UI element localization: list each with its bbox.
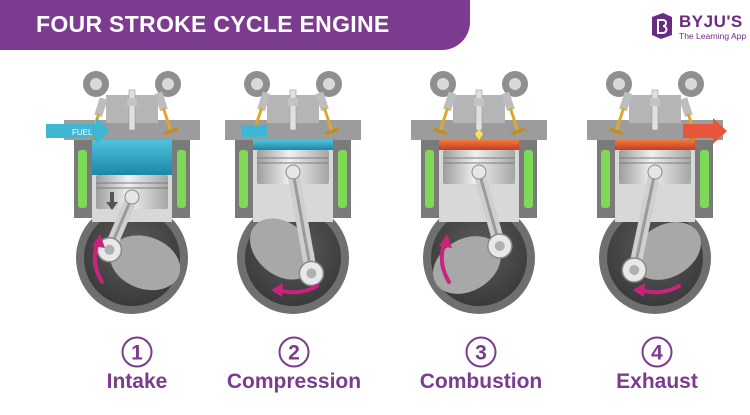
stage-number: 3 (475, 342, 487, 365)
camshaft-hub (685, 78, 697, 90)
coolant-jacket-right (338, 150, 347, 208)
camshaft-hub (251, 78, 263, 90)
stage-label: Combustion (419, 370, 543, 393)
spark-plug (128, 89, 136, 131)
piston-direction-arrow (106, 192, 118, 210)
byjus-logo: BYJU'S The Learning App (649, 12, 749, 42)
valve-head (608, 127, 624, 135)
valve-stem (161, 107, 173, 132)
combustion-chamber (615, 140, 695, 150)
camshaft-hub (613, 78, 625, 90)
spark-plug-nut (650, 98, 660, 106)
logo-name: BYJU'S (679, 12, 743, 31)
spark-plug (651, 89, 659, 131)
coolant-jacket-left (425, 150, 434, 208)
crank-pin-hub (306, 268, 317, 279)
stage-number-circle: 3 (465, 336, 497, 368)
engine-stage-3 (411, 71, 547, 314)
valve-spring (315, 91, 329, 112)
crank-counterweight (633, 222, 701, 280)
valve-spring (619, 91, 633, 112)
valve (501, 91, 526, 135)
combustion-chamber (253, 140, 333, 150)
spark-icon (475, 129, 483, 140)
wrist-pin (124, 189, 140, 205)
title-banner: FOUR STROKE CYCLE ENGINE (0, 0, 470, 50)
coolant-jacket-left (78, 150, 87, 208)
rotation-arrow-head (439, 234, 452, 248)
valve (154, 91, 179, 135)
stage-number-circle: 1 (121, 336, 153, 368)
wrist-pin (285, 164, 301, 180)
engine-stage-4 (587, 71, 727, 314)
valve-head (510, 127, 526, 135)
crank-counterweight (433, 236, 501, 294)
stage-label: Compression (226, 370, 362, 393)
rotation-arrow-head (633, 283, 645, 297)
engine-stage-2 (225, 71, 361, 314)
valve-stem (322, 107, 334, 132)
coolant-jacket-left (601, 150, 610, 208)
valve-spring (154, 91, 168, 112)
rotation-arrow-head (271, 283, 283, 297)
stage-number-circle: 4 (641, 336, 673, 368)
camshaft-hub (509, 78, 521, 90)
valve-spring (257, 91, 271, 112)
camshaft-hub (437, 78, 449, 90)
intake-port (241, 125, 267, 137)
fuel-label: FUEL (72, 128, 93, 137)
stage-label: Exhaust (616, 370, 698, 393)
valve (432, 91, 457, 135)
spark-plug (289, 89, 297, 131)
byjus-logo-icon (652, 13, 672, 39)
valve (315, 91, 340, 135)
coolant-jacket-right (177, 150, 186, 208)
connecting-rod-shade (632, 171, 657, 271)
stage-number: 4 (651, 342, 663, 365)
stage-number: 1 (131, 342, 143, 365)
coolant-jacket-right (524, 150, 533, 208)
connecting-rod-shade (477, 171, 502, 247)
crank-pin-hub (494, 241, 505, 251)
valve-spring (501, 91, 515, 112)
crank-pin-hub (629, 265, 640, 275)
camshaft-hub (90, 78, 102, 90)
valve (608, 91, 633, 135)
wrist-pin (471, 164, 487, 180)
engine-stage-1: FUEL (46, 71, 200, 314)
connecting-rod-shade (291, 171, 313, 274)
crank-counterweight (110, 235, 181, 291)
spark-plug-nut (474, 98, 484, 106)
valve-stem (614, 107, 626, 132)
valve-head (163, 127, 179, 135)
valve-stem (438, 107, 450, 132)
coolant-jacket-right (700, 150, 709, 208)
valve-spring (443, 91, 457, 112)
crank-pin-hub (104, 244, 115, 255)
logo-tagline: The Learning App (679, 31, 747, 41)
valve-head (432, 127, 448, 135)
stage-number-circle: 2 (278, 336, 310, 368)
combustion-chamber (92, 140, 172, 175)
valve-spring (679, 97, 693, 117)
fuel-intake-arrow (46, 118, 110, 144)
spark-plug (475, 89, 483, 131)
exhaust-outlet-arrow (683, 118, 727, 144)
coolant-jacket-left (239, 150, 248, 208)
valve-head (324, 127, 340, 135)
combustion-chamber (439, 140, 519, 150)
valve-stem (508, 107, 520, 132)
camshaft-hub (162, 78, 174, 90)
page-title: FOUR STROKE CYCLE ENGINE (36, 11, 390, 37)
valve-spring (94, 97, 108, 117)
wrist-pin (647, 164, 663, 180)
stage-number: 2 (288, 342, 300, 365)
stage-label: Intake (106, 370, 168, 393)
spark-plug-nut (127, 98, 137, 106)
camshaft-hub (323, 78, 335, 90)
rotation-arrow-head (92, 234, 105, 248)
spark-plug-nut (288, 98, 298, 106)
